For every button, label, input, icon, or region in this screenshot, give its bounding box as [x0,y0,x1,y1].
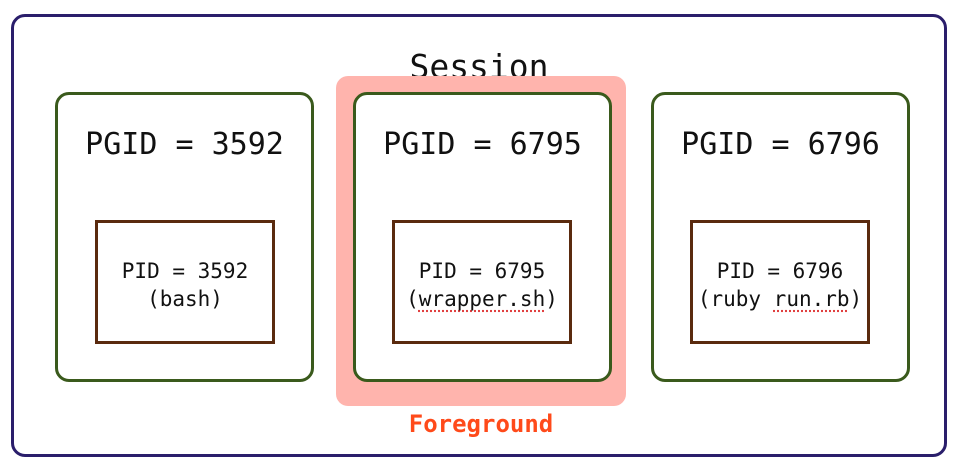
pgid-label: PGID = 6796 [681,127,880,162]
process-box-6795: PID = 6795 (wrapper.sh) [392,220,572,344]
process-command-suffix: ) [545,287,558,311]
process-command: (bash) [92,285,278,313]
pid-label: PID = 6796 [716,259,844,283]
process-command-word: run.rb [773,287,850,311]
process-box-6796: PID = 6796 (ruby run.rb) [690,220,870,344]
process-command-prefix: (ruby [697,287,774,311]
process-group-6796: PGID = 6796 PID = 6796 (ruby run.rb) [651,92,910,382]
process-command: (ruby run.rb) [687,285,873,313]
process-command-prefix: (bash) [147,287,223,311]
process-group-3592: PGID = 3592 PID = 3592 (bash) [55,92,314,382]
pid-label: PID = 6795 [418,259,546,283]
process-box-3592: PID = 3592 (bash) [95,220,275,344]
process-group-6795: PGID = 6795 PID = 6795 (wrapper.sh) [353,92,612,382]
pgid-label: PGID = 6795 [383,127,582,162]
process-command: (wrapper.sh) [389,285,575,313]
process-command-suffix: ) [849,287,863,311]
foreground-label: Foreground [408,410,554,438]
pid-label: PID = 3592 [121,259,249,283]
process-command-prefix: ( [406,287,419,311]
process-command-word: wrapper.sh [418,287,546,311]
pgid-label: PGID = 3592 [85,127,284,162]
